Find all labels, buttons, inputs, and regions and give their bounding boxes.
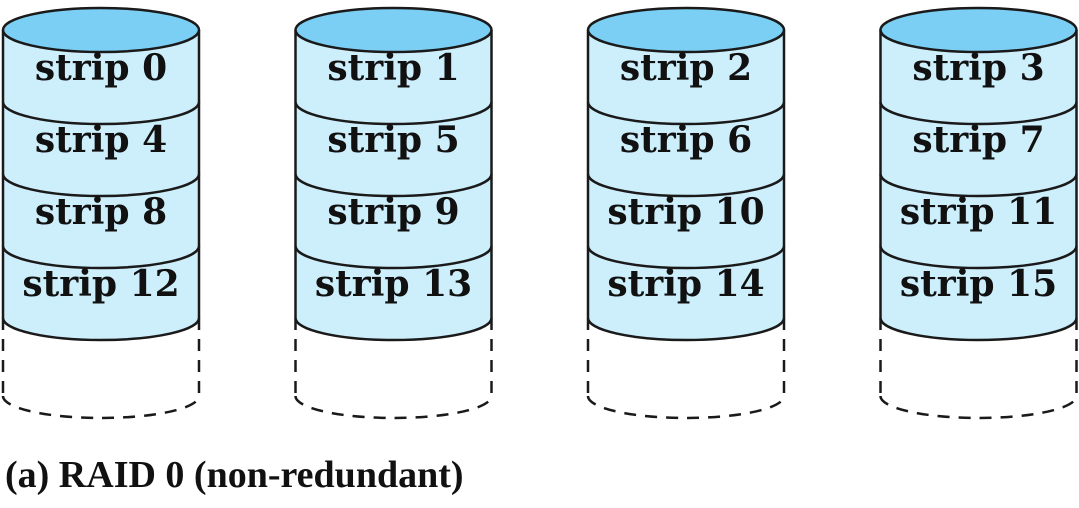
strip-label: strip 7 [912, 119, 1044, 161]
strip-separator [1, 245, 201, 270]
strip-separator [294, 317, 493, 342]
disk-top [879, 6, 1078, 54]
strip-separator [1, 101, 201, 126]
strip-separator [586, 245, 786, 270]
disk-top [586, 6, 786, 54]
strip-separator [294, 173, 493, 198]
strip-label: strip 4 [35, 119, 167, 161]
strip-label: strip 3 [912, 47, 1044, 89]
strip-separator [294, 245, 493, 270]
strip-separator [294, 101, 493, 126]
strip-separator [879, 245, 1078, 270]
strip-label: strip 15 [900, 263, 1057, 305]
figure-caption: (a) RAID 0 (non-redundant) [5, 454, 464, 496]
strip-separator [586, 317, 786, 342]
strip-label: strip 14 [607, 263, 764, 305]
disk-body [295, 30, 492, 340]
disk-free-bottom [294, 395, 493, 420]
strip-separator [1, 173, 201, 198]
disk-free-bottom [879, 395, 1078, 420]
disk-2: strip 2 strip 6 strip 10 strip 14 [586, 6, 786, 420]
strip-label: strip 6 [620, 119, 752, 161]
disk-free-bottom [1, 395, 201, 420]
strip-separator [586, 173, 786, 198]
disk-1: strip 1 strip 5 strip 9 strip 13 [294, 6, 493, 420]
strip-label: strip 2 [620, 47, 752, 89]
strip-label: strip 8 [35, 191, 167, 233]
strip-separator [879, 173, 1078, 198]
strip-label: strip 1 [327, 47, 459, 89]
disk-free-bottom [586, 395, 786, 420]
strip-label: strip 5 [327, 119, 459, 161]
disk-top [294, 6, 493, 54]
disk-0: strip 0 strip 4 strip 8 strip 12 [1, 6, 201, 420]
strip-label: strip 11 [900, 191, 1057, 233]
disk-body [588, 30, 784, 340]
strip-label: strip 9 [327, 191, 459, 233]
disk-top [1, 6, 201, 54]
disk-body [880, 30, 1077, 340]
strip-label: strip 10 [607, 191, 764, 233]
strip-separator [879, 101, 1078, 126]
disk-3: strip 3 strip 7 strip 11 strip 15 [879, 6, 1078, 420]
strip-separator [586, 101, 786, 126]
strip-label: strip 13 [315, 263, 472, 305]
disk-body [3, 30, 199, 340]
strip-label: strip 12 [22, 263, 179, 305]
strip-label: strip 0 [35, 47, 167, 89]
strip-separator [1, 317, 201, 342]
strip-separator [879, 317, 1078, 342]
